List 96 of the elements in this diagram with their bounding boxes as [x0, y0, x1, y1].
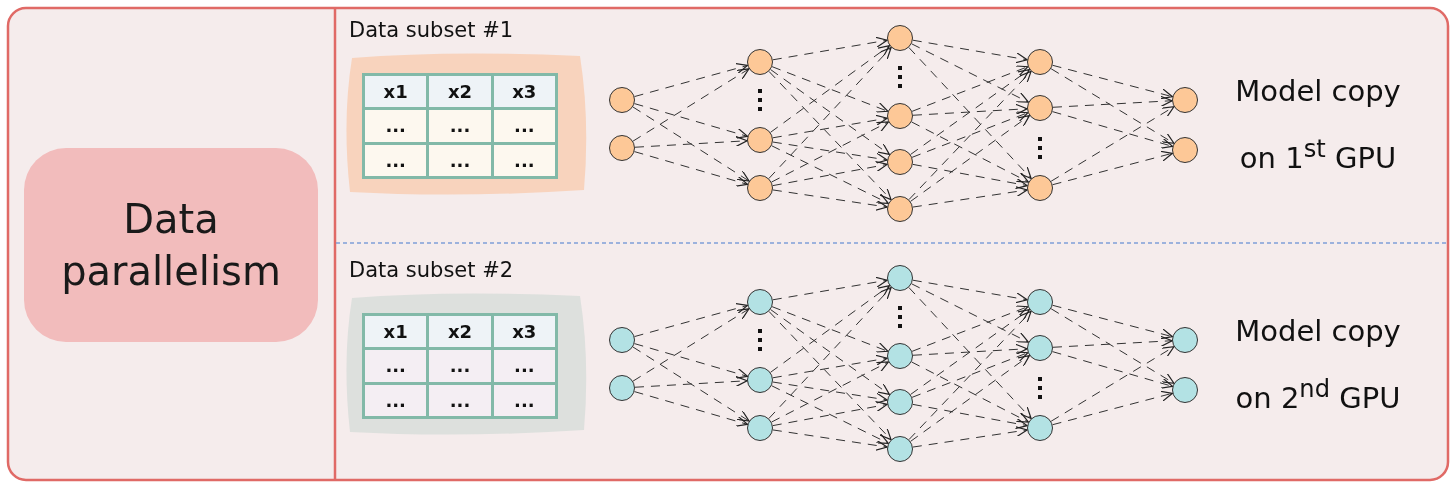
arrow: [768, 286, 892, 419]
arrow: [1050, 346, 1175, 422]
arrow: [1050, 106, 1175, 182]
arrow: [634, 302, 749, 338]
arrow: [771, 385, 889, 444]
arrow: [634, 151, 749, 187]
table-cell: ...: [493, 384, 555, 416]
arrow: [772, 400, 888, 427]
arrow: [910, 68, 1030, 155]
arrow: [912, 343, 1028, 356]
table-cell: ...: [493, 110, 555, 142]
arrow: [910, 115, 1031, 202]
arrow: [908, 310, 1032, 441]
arrow: [912, 186, 1028, 208]
table-cell: ...: [429, 384, 491, 416]
table-cell: ...: [365, 350, 427, 382]
arrow: [770, 309, 890, 396]
arrow: [912, 426, 1028, 448]
arrow: [771, 361, 890, 423]
arrow: [634, 375, 748, 388]
arrow: [911, 111, 1029, 158]
subset-title: Data subset #2: [349, 258, 514, 282]
table-cell: ...: [365, 144, 427, 176]
table-cell: ...: [365, 110, 427, 142]
arrow: [910, 308, 1030, 395]
arrow: [911, 121, 1030, 183]
table-cell: ...: [493, 350, 555, 382]
arrow: [910, 355, 1031, 442]
arrow: [768, 310, 892, 441]
arrow: [772, 36, 888, 61]
table-header: x3: [493, 316, 555, 348]
arrow: [908, 70, 1032, 201]
arrow: [908, 287, 1032, 420]
arrow: [1052, 95, 1173, 108]
arrow: [634, 391, 749, 427]
arrow: [908, 47, 1032, 180]
arrow: [634, 103, 749, 139]
arrow: [911, 65, 1029, 112]
arrow: [1052, 64, 1173, 100]
subset-title: Data subset #1: [349, 18, 514, 42]
arrow: [772, 276, 888, 301]
arrow: [771, 145, 889, 204]
arrow: [1050, 308, 1175, 384]
arrow: [771, 306, 889, 353]
arrow: [772, 429, 888, 451]
rounded-box: [24, 148, 318, 342]
arrow: [911, 351, 1029, 398]
arrow: [632, 308, 750, 382]
arrow: [911, 43, 1029, 103]
arrow: [772, 114, 888, 139]
table-header: x2: [429, 76, 491, 108]
arrow: [911, 283, 1029, 343]
arrow: [768, 70, 892, 201]
arrow: [912, 163, 1028, 190]
arrow: [772, 381, 888, 404]
arrow: [772, 160, 888, 187]
arrow: [1052, 111, 1174, 149]
arrow: [912, 103, 1028, 116]
model-label: Model copy on 2$^{nd}$ GPU: [1234, 313, 1402, 417]
table-header: x1: [365, 316, 427, 348]
arrow: [1050, 68, 1175, 144]
arrow: [768, 46, 892, 179]
box-title: Data parallelism: [60, 195, 282, 296]
arrow: [632, 106, 750, 182]
table-cell: ...: [365, 384, 427, 416]
arrow: [771, 66, 889, 113]
arrow: [634, 62, 749, 98]
arrow: [770, 69, 890, 156]
arrow: [634, 135, 748, 148]
arrow: [772, 354, 888, 379]
arrow: [770, 45, 891, 133]
arrow: [770, 285, 891, 373]
arrow: [632, 68, 750, 142]
arrow: [634, 343, 749, 379]
arrow: [1052, 150, 1173, 186]
table-cell: ...: [429, 350, 491, 382]
table-header: x2: [429, 316, 491, 348]
table-cell: ...: [429, 110, 491, 142]
arrow: [1052, 351, 1174, 389]
arrow: [771, 121, 890, 183]
table-header: x1: [365, 76, 427, 108]
arrow: [632, 346, 750, 422]
arrow: [911, 305, 1029, 352]
arrow: [1052, 390, 1173, 426]
arrow: [912, 279, 1028, 304]
table-cell: ...: [493, 144, 555, 176]
arrow: [1052, 304, 1173, 340]
arrow: [912, 39, 1028, 64]
arrow: [772, 189, 888, 211]
arrow: [911, 361, 1030, 423]
arrow: [772, 141, 888, 164]
table-header: x3: [493, 76, 555, 108]
arrow: [1052, 335, 1173, 348]
table-cell: ...: [429, 144, 491, 176]
model-label: Model copy on 1$^{st}$ GPU: [1234, 73, 1402, 177]
arrow: [912, 403, 1028, 430]
